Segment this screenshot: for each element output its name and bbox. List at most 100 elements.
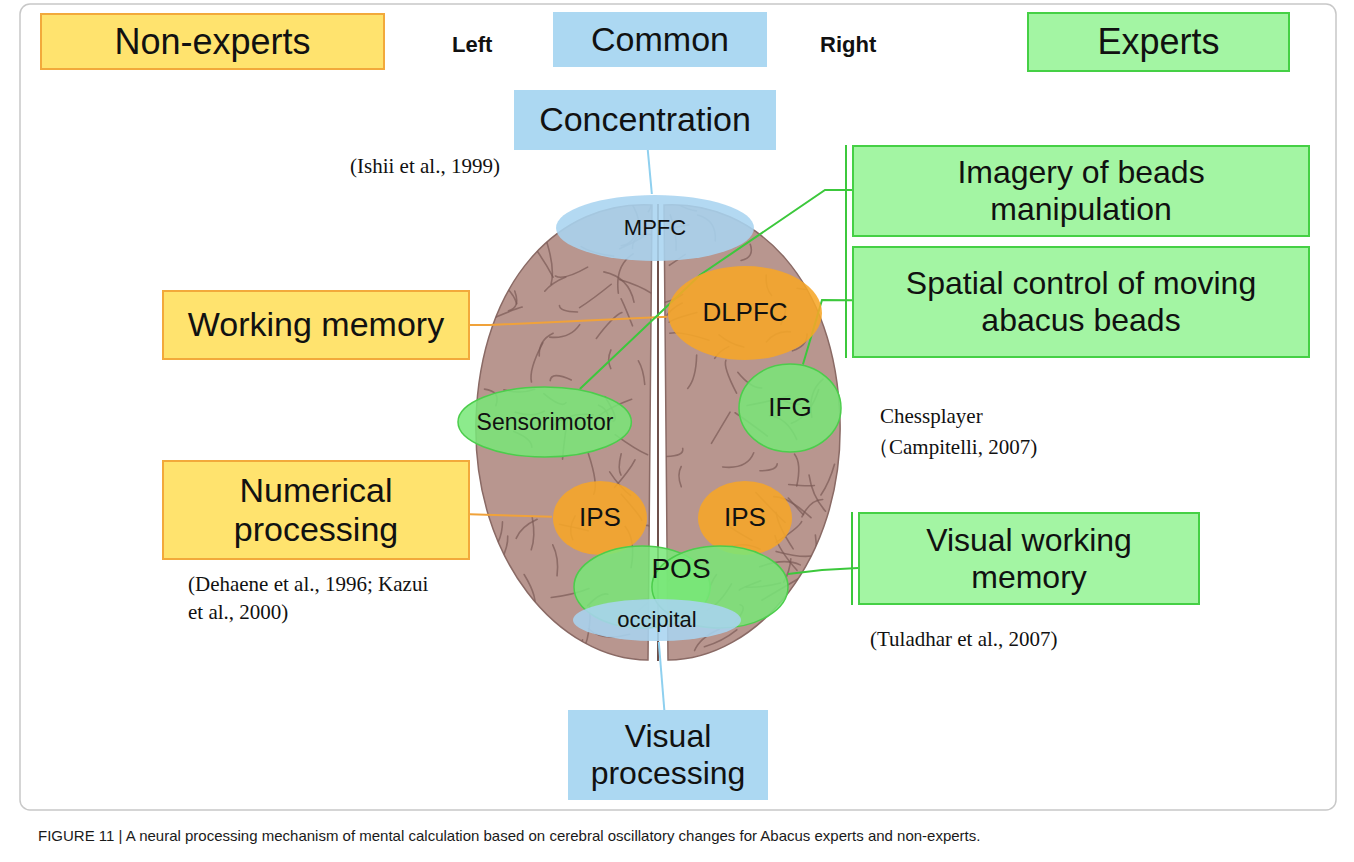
gyrus-stroke <box>809 475 826 511</box>
gyrus-stroke <box>723 453 754 468</box>
gyrus-stroke <box>746 201 761 215</box>
bracket-line <box>845 145 847 358</box>
region-ellipse <box>556 195 754 261</box>
brain-region: IPS <box>697 480 793 556</box>
gyrus-stroke <box>821 464 835 495</box>
region-ellipse <box>698 481 792 555</box>
gyrus-stroke <box>531 343 543 382</box>
gyrus-stroke <box>550 376 571 381</box>
figure-frame <box>20 4 1336 810</box>
citation: (Dehaene et al., 1996; Kazui et al., 200… <box>188 570 443 627</box>
group-header: Non-experts <box>40 13 385 70</box>
side-label: Right <box>820 30 876 60</box>
region-ellipse <box>668 266 822 360</box>
function-box: Visual working memory <box>858 512 1200 605</box>
node-text: IPS <box>579 503 621 533</box>
figure-caption: FIGURE 11 | A neural processing mechanis… <box>38 826 1328 846</box>
gyrus-stroke <box>840 301 842 343</box>
connector-line <box>659 642 665 710</box>
node-text: IPS <box>724 503 766 533</box>
function-box: Visual processing <box>568 710 768 800</box>
node-text: POS <box>651 553 710 585</box>
gyrus-stroke <box>783 247 794 267</box>
gyrus-stroke <box>555 267 587 277</box>
gyrus-stroke <box>666 448 683 456</box>
gyrus-stroke <box>821 578 830 609</box>
group-header: Common <box>553 12 767 67</box>
gyrus-stroke <box>802 500 823 517</box>
node-text: Numerical processing <box>178 471 454 549</box>
node-text: IFG <box>768 393 811 423</box>
gyrus-stroke <box>477 629 498 631</box>
citation: (Ishii et al., 1999) <box>350 152 500 180</box>
region-ellipse <box>553 481 647 555</box>
connector-line <box>470 514 552 516</box>
gyrus-stroke <box>497 236 502 270</box>
brain-region: occipital <box>572 598 742 642</box>
node-text: Visual processing <box>584 718 752 792</box>
gyrus-stroke <box>580 284 612 307</box>
gyrus-stroke <box>845 452 866 474</box>
brain-region: IFG <box>738 363 842 453</box>
gyrus-stroke <box>547 242 552 284</box>
connector-line <box>470 317 667 325</box>
node-text: Common <box>591 20 729 59</box>
citation: Chessplayer <box>880 402 983 430</box>
gyrus-stroke <box>545 277 566 291</box>
region-ellipse <box>573 599 741 641</box>
function-box: Working memory <box>162 290 470 360</box>
gyrus-stroke <box>491 627 515 653</box>
node-text: Spatial control of moving abacus beads <box>868 265 1294 339</box>
gyrus-stroke <box>621 299 632 326</box>
node-text: Working memory <box>188 305 444 344</box>
gyrus-stroke <box>725 360 736 393</box>
gyrus-stroke <box>464 628 470 651</box>
gyrus-stroke <box>615 460 635 487</box>
gyrus-stroke <box>835 521 852 543</box>
gyrus-stroke <box>484 522 502 559</box>
node-text: Concentration <box>539 100 751 139</box>
gyrus-stroke <box>604 272 634 302</box>
connector-line <box>788 568 858 574</box>
gyrus-stroke <box>789 485 815 486</box>
node-text: DLPFC <box>702 298 787 328</box>
gyrus-stroke <box>472 315 488 324</box>
node-text: Visual working memory <box>874 522 1184 596</box>
gyrus-stroke <box>553 545 558 576</box>
gyrus-stroke <box>791 627 811 656</box>
gyrus-stroke <box>596 313 622 339</box>
brain-region: MPFC <box>555 194 755 262</box>
gyrus-stroke <box>679 467 681 487</box>
node-text: Non-experts <box>114 21 310 62</box>
gyrus-stroke <box>646 525 656 544</box>
connector-line <box>648 150 652 194</box>
gyrus-stroke <box>688 355 697 389</box>
gyrus-stroke <box>711 412 730 443</box>
gyrus-stroke <box>619 280 653 295</box>
node-text: Experts <box>1097 21 1219 62</box>
gyrus-stroke <box>834 227 836 249</box>
gyrus-stroke <box>559 305 577 311</box>
gyrus-stroke <box>760 464 777 471</box>
node-text: Sensorimotor <box>477 409 614 435</box>
gyrus-stroke <box>475 214 507 220</box>
gyrus-stroke <box>805 591 827 604</box>
region-ellipse <box>458 387 631 457</box>
region-ellipse <box>739 364 841 452</box>
gyrus-stroke <box>524 575 535 611</box>
side-label: Left <box>452 30 492 60</box>
bracket-line <box>851 512 853 605</box>
gyrus-stroke <box>469 523 480 558</box>
function-box: Concentration <box>514 90 776 150</box>
function-box: Numerical processing <box>162 460 470 560</box>
node-text: Imagery of beads manipulation <box>868 154 1294 228</box>
gyrus-stroke <box>529 171 544 210</box>
gyrus-stroke <box>484 307 522 322</box>
node-text: MPFC <box>624 215 686 240</box>
gyrus-stroke <box>550 325 580 338</box>
brain-region: Sensorimotor <box>457 386 632 458</box>
brain-illustration <box>452 171 866 660</box>
gyrus-stroke <box>638 361 644 385</box>
brain-region: IPS <box>552 480 648 556</box>
function-box: Spatial control of moving abacus beads <box>852 246 1310 358</box>
